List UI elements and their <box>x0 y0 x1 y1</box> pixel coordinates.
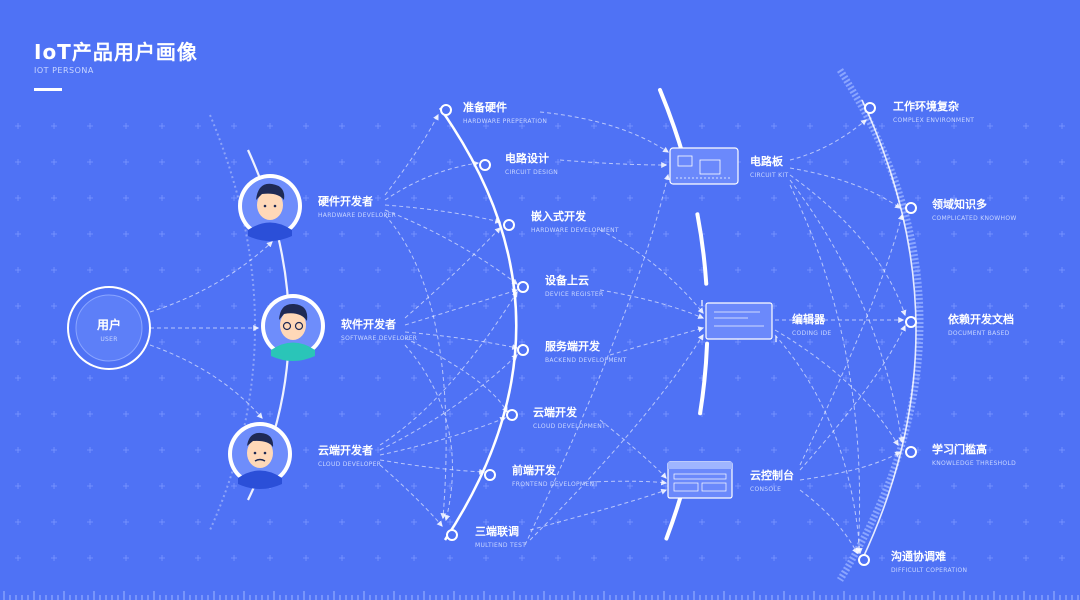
title-underline <box>34 88 62 91</box>
persona-arc-outer <box>209 114 256 531</box>
task-node <box>506 409 518 421</box>
page-subtitle: IOT PERSONA <box>34 66 94 75</box>
task-node <box>479 159 491 171</box>
page-title: IoT产品用户画像 <box>34 40 198 64</box>
avatar-cloud-developer[interactable] <box>228 422 292 489</box>
task-node <box>517 344 529 356</box>
pain-nodes <box>858 102 917 566</box>
pain-node <box>905 316 917 328</box>
pain-node <box>905 202 917 214</box>
bottom-ruler <box>3 591 1079 600</box>
user-label: 用户 USER <box>96 318 121 343</box>
user-node[interactable] <box>67 286 151 370</box>
pain-node <box>905 446 917 458</box>
connections <box>149 111 907 555</box>
avatar-software-developer[interactable] <box>261 294 325 361</box>
task-node <box>484 469 496 481</box>
task-node <box>440 104 452 116</box>
code-editor-icon[interactable] <box>701 300 777 342</box>
task-node <box>517 281 529 293</box>
task-nodes <box>440 104 529 541</box>
pain-arc <box>861 99 917 561</box>
pain-arc-outer <box>837 68 924 582</box>
pain-node <box>864 102 876 114</box>
pain-node <box>858 554 870 566</box>
background-grid <box>0 100 1080 570</box>
circuit-board-icon[interactable] <box>669 147 739 185</box>
console-icon[interactable] <box>667 461 733 499</box>
task-node <box>446 529 458 541</box>
avatar-hardware-developer[interactable] <box>238 174 302 241</box>
task-node <box>503 219 515 231</box>
